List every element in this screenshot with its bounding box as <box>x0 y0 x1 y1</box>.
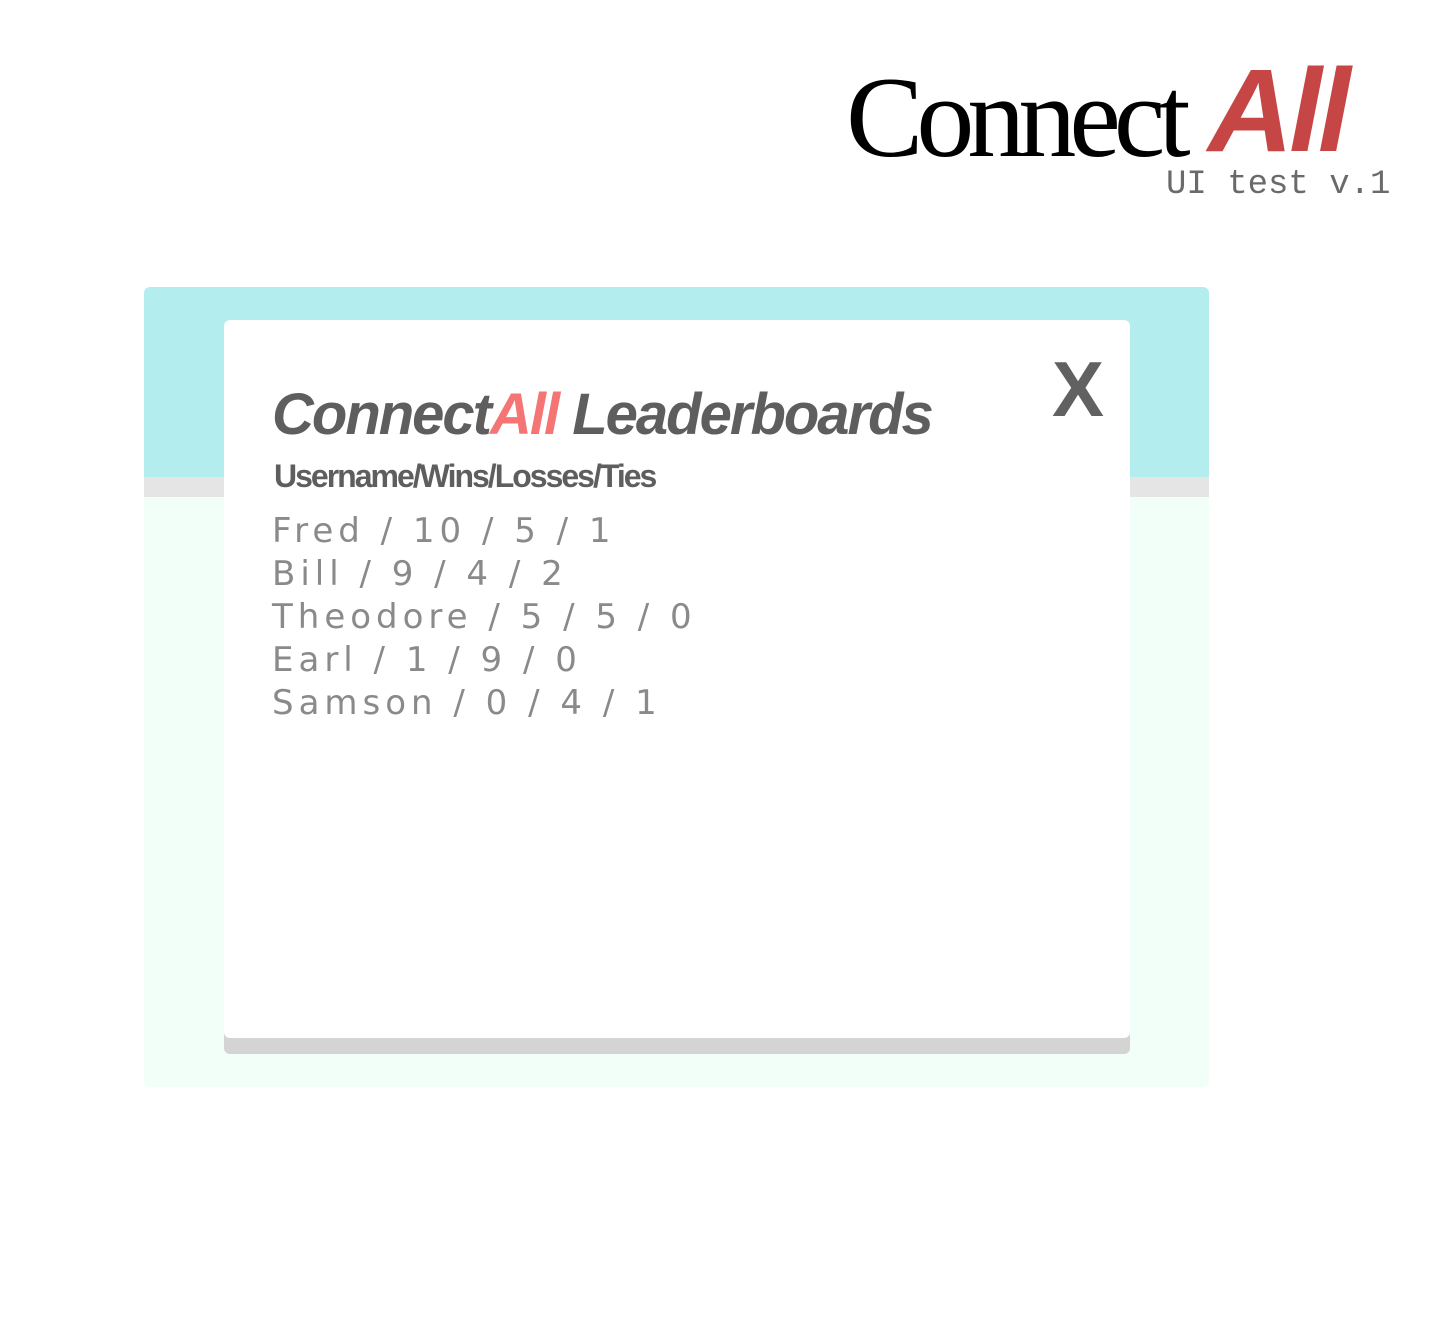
leaderboard-title: ConnectAll Leaderboards <box>272 386 934 444</box>
leaderboard-row: Fred / 10 / 5 / 1 <box>272 511 616 551</box>
leaderboard-card: X ConnectAll Leaderboards Username/Wins/… <box>224 320 1130 1038</box>
logo-subtitle: UI test v.1 <box>1166 166 1391 204</box>
leaderboard-row: Samson / 0 / 4 / 1 <box>272 683 662 723</box>
leaderboard-row: Bill / 9 / 4 / 2 <box>272 554 568 594</box>
title-accent: All <box>490 382 560 447</box>
leaderboard-row: Theodore / 5 / 5 / 0 <box>272 597 697 637</box>
logo-connect-text: Connect <box>846 54 1191 182</box>
app-logo: Connect All UI test v.1 <box>840 52 1390 210</box>
leaderboard-row: Earl / 1 / 9 / 0 <box>272 640 582 680</box>
close-button[interactable]: X <box>1051 345 1104 433</box>
logo-all-text: All <box>1208 45 1351 177</box>
leaderboard-list: Fred / 10 / 5 / 1 Bill / 9 / 4 / 2 Theod… <box>272 510 697 725</box>
title-suffix: Leaderboards <box>558 382 934 447</box>
title-prefix: Connect <box>272 382 492 447</box>
leaderboard-columns-header: Username/Wins/Losses/Ties <box>274 458 657 494</box>
